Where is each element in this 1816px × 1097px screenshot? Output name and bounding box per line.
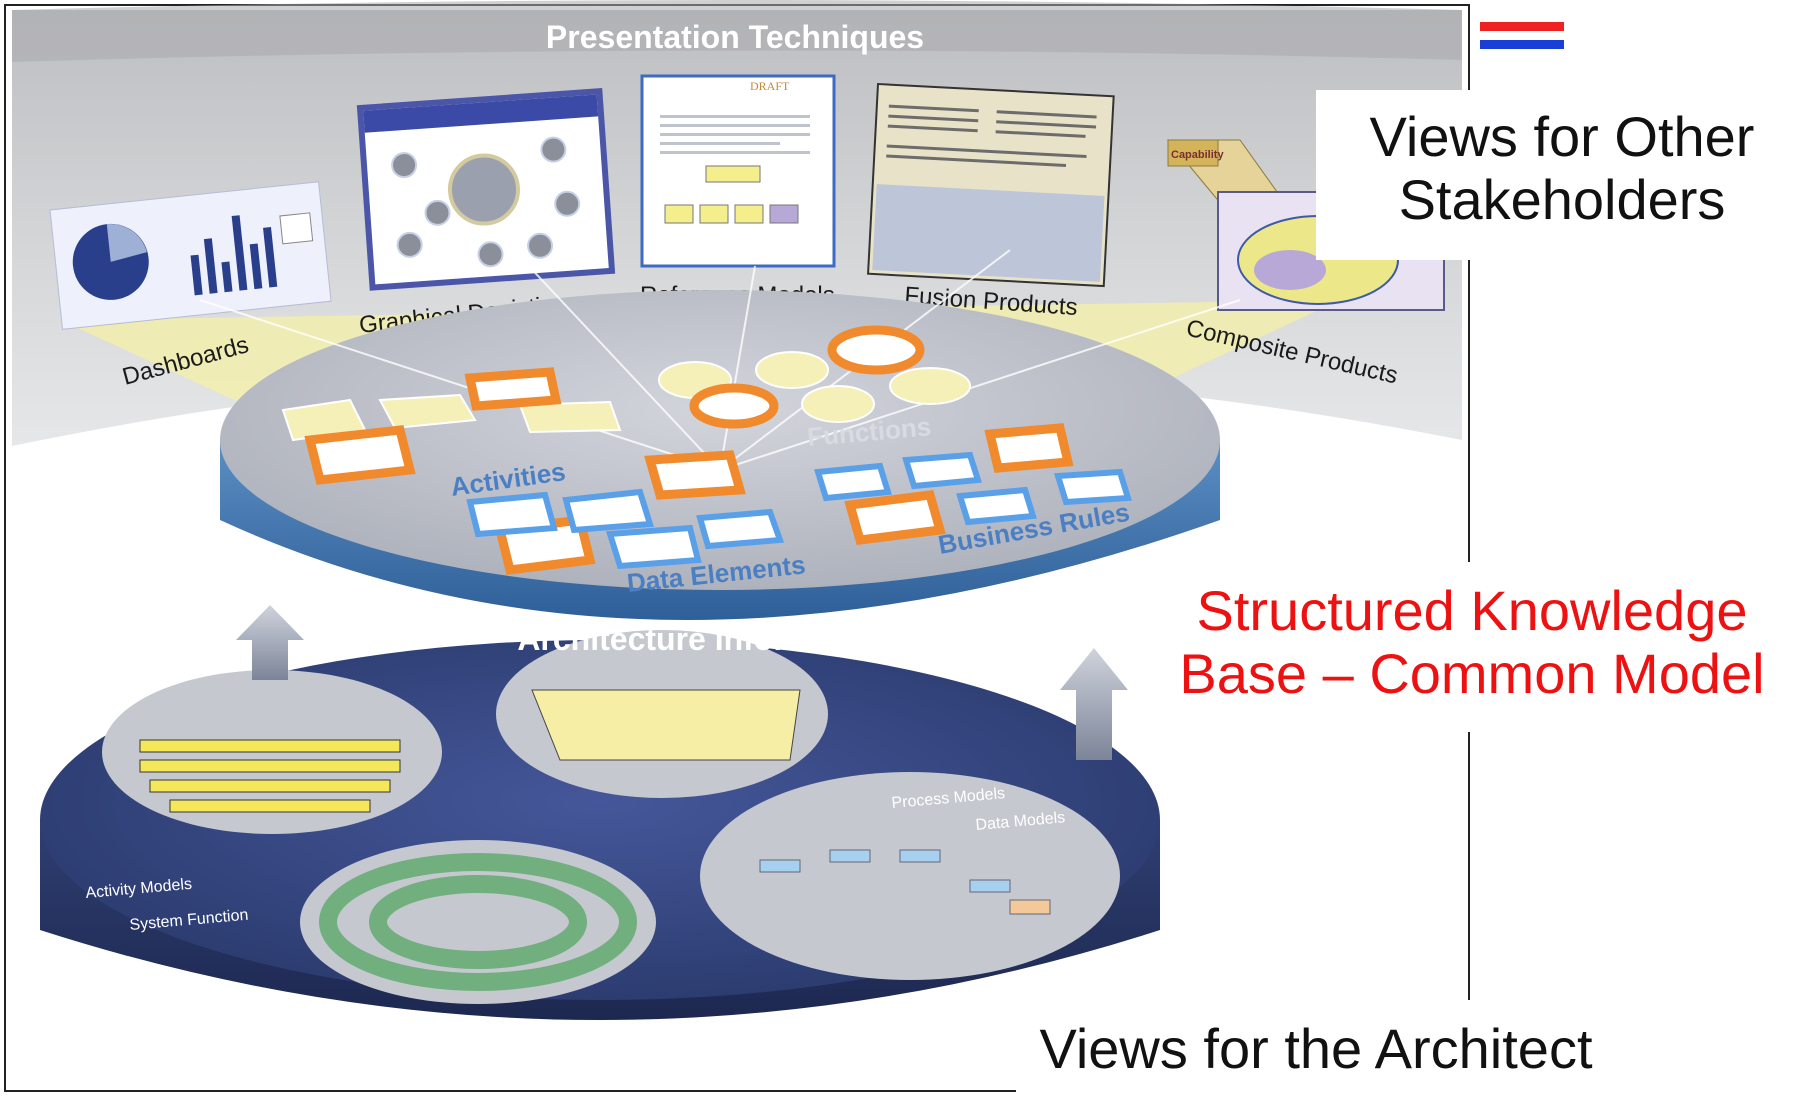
callout-views-other-stakeholders: Views for Other Stakeholders <box>1316 90 1808 260</box>
callout-skb-line2: Base – Common Model <box>1179 641 1765 705</box>
reference-models-thumbnail: DRAFT <box>640 74 836 268</box>
callout-other-line2: Stakeholders <box>1398 167 1726 231</box>
methods-platter: Architecture Methods Activity Models Sys… <box>40 630 1160 1077</box>
dashboards-thumbnail <box>49 181 332 330</box>
graphical-depictions-thumbnail <box>356 88 616 291</box>
callout-views-architect: Views for the Architect <box>1016 1000 1616 1094</box>
fusion-products-thumbnail <box>867 82 1115 288</box>
up-arrow-right <box>1060 648 1128 760</box>
callout-architect-text: Views for the Architect <box>1039 1017 1593 1080</box>
information-title: Architecture Information <box>517 621 890 657</box>
presentation-title: Presentation Techniques <box>546 19 924 55</box>
draft-label: DRAFT <box>750 79 790 93</box>
callout-skb-line1: Structured Knowledge <box>1196 579 1748 642</box>
flag-icon <box>1480 22 1564 50</box>
methods-title: Architecture Methods <box>416 1041 745 1077</box>
callout-other-line1: Views for Other <box>1369 105 1755 168</box>
callout-structured-knowledge-base: Structured Knowledge Base – Common Model <box>1128 562 1816 732</box>
information-platter: Activities Functions Data Elements Busin… <box>199 229 1241 657</box>
capability-label: Capability <box>1171 149 1224 161</box>
up-arrow-left <box>236 605 304 680</box>
